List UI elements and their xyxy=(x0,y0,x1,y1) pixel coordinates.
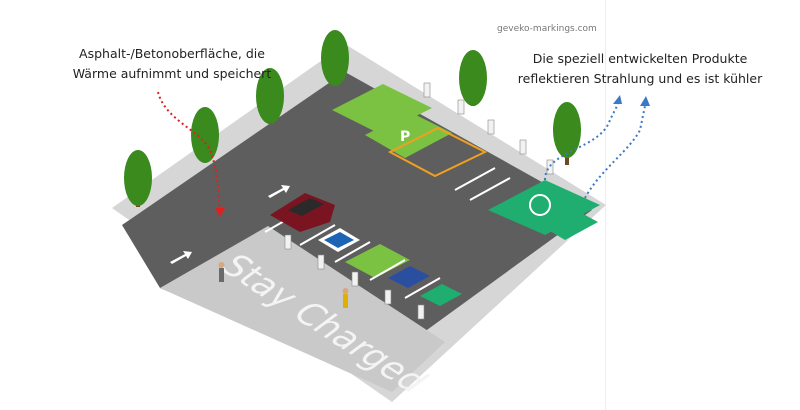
cool-annotation: Die speziell entwickelten Produkte refle… xyxy=(500,49,780,89)
charging-posts xyxy=(284,82,554,320)
heat-annotation: Asphalt-/Betonoberfläche, die Wärme aufn… xyxy=(52,44,292,84)
heat-annotation-line-2: Wärme aufnimmt und speichert xyxy=(72,66,272,81)
heat-arrow-head xyxy=(215,208,225,217)
cool-arrow-1-head xyxy=(613,95,622,104)
cool-annotation-line-2: reflektieren Strahlung und es ist kühler xyxy=(517,71,763,86)
accessible-icon xyxy=(324,232,354,248)
cool-arrow-2-head xyxy=(640,96,650,106)
direction-arrows xyxy=(170,185,290,264)
parking-lines xyxy=(264,167,511,299)
source-credit: geveko-markings.com xyxy=(497,24,597,34)
trees xyxy=(124,30,581,207)
ev-parking-zone xyxy=(365,112,452,158)
plug-bay xyxy=(540,208,598,240)
pedestrians xyxy=(218,262,349,308)
parking-p-icon xyxy=(529,194,551,216)
cool-annotation-line-1: Die speziell entwickelten Produkte xyxy=(532,51,748,66)
light-plaza xyxy=(160,226,445,392)
heat-annotation-line-1: Asphalt-/Betonoberfläche, die xyxy=(79,46,265,61)
cool-arrow-1 xyxy=(544,103,619,181)
teal-ev-bay xyxy=(488,180,600,235)
orange-bay xyxy=(387,126,488,178)
cool-arrow-2 xyxy=(584,105,646,199)
red-car xyxy=(270,193,335,232)
green-car-bay xyxy=(345,244,410,278)
heat-arrow xyxy=(157,91,221,211)
plug-bay-small xyxy=(420,284,462,306)
blue-bay xyxy=(388,266,430,288)
parking-sign: P xyxy=(400,129,410,145)
ev-charging-zone xyxy=(332,84,432,134)
